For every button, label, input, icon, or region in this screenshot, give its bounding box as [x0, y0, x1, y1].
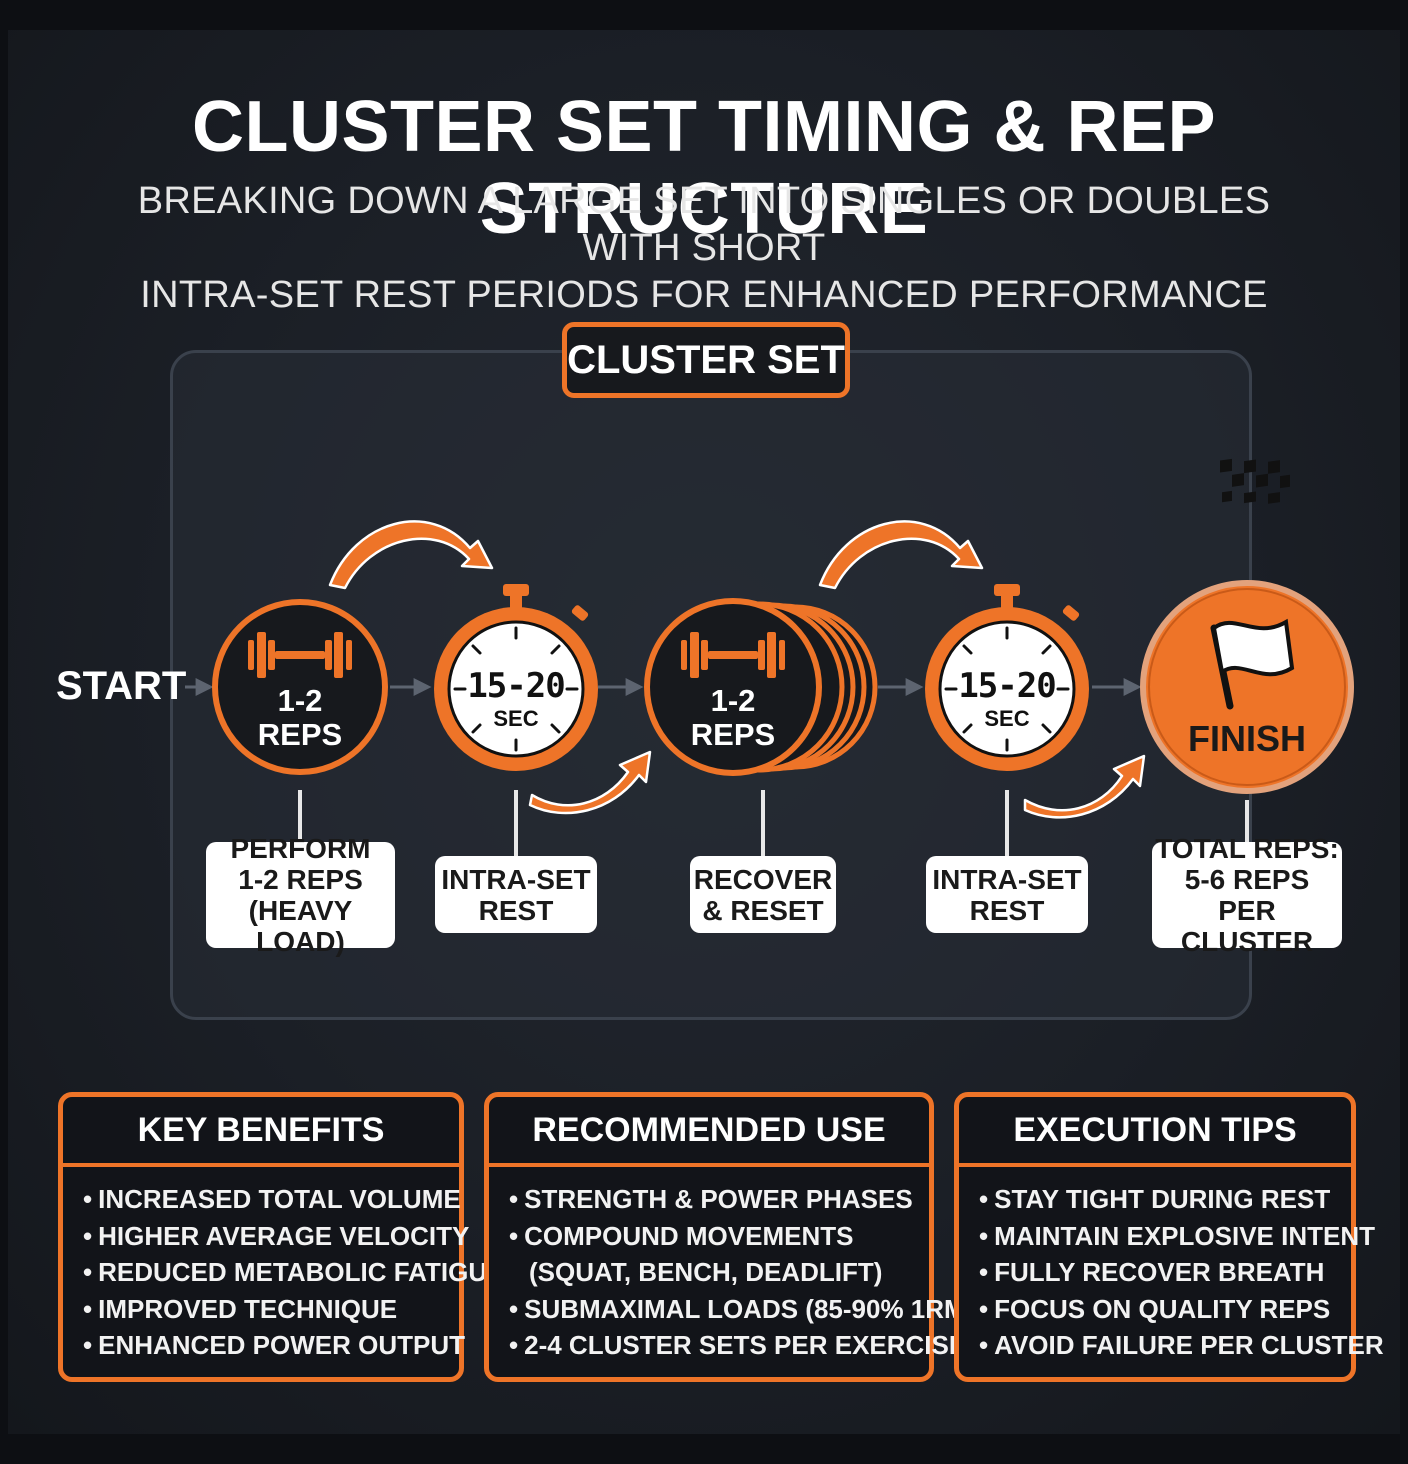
- reps-count: 1-2: [277, 683, 323, 718]
- card-title: EXECUTION TIPS: [959, 1097, 1351, 1167]
- card-title: RECOMMENDED USE: [489, 1097, 929, 1167]
- list-item-text: MAINTAIN EXPLOSIVE INTENT: [994, 1220, 1375, 1251]
- caption-line: RECOVER: [693, 863, 833, 895]
- caption-line: INTRA-SET: [441, 863, 591, 895]
- timer-time-2: 15-20: [958, 666, 1056, 706]
- list-item: •INCREASED TOTAL VOLUME: [83, 1184, 461, 1214]
- caption-line: TOTAL REPS:: [1155, 833, 1339, 864]
- caption-line: 5-6 REPS: [1184, 864, 1310, 895]
- subtitle-line-1: BREAKING DOWN A LARGE SET INTO SINGLES O…: [137, 180, 1271, 269]
- timer-unit-1: SEC: [493, 706, 539, 731]
- reps-text-1: 1-2 REPS: [240, 684, 360, 752]
- list-item: •COMPOUND MOVEMENTS: [509, 1220, 854, 1251]
- list-item: •AVOID FAILURE PER CLUSTER: [979, 1330, 1384, 1360]
- reps-text-2: 1-2 REPS: [673, 684, 793, 752]
- finish-circle: [1140, 458, 1354, 794]
- page-title: CLUSTER SET TIMING & REP STRUCTURE: [191, 87, 1217, 249]
- list-item-text: 2-4 CLUSTER SETS PER EXERCISE: [524, 1330, 967, 1360]
- reps-circle-1: [212, 599, 388, 775]
- list-item-text: COMPOUND MOVEMENTS: [524, 1220, 854, 1251]
- list-item: •REDUCED METABOLIC FATIGUE: [83, 1257, 505, 1287]
- subtitle-line-2: INTRA-SET REST PERIODS FOR ENHANCED PERF…: [140, 274, 1268, 316]
- tips-list: •STAY TIGHT DURING REST •MAINTAIN EXPLOS…: [959, 1167, 1384, 1364]
- stopwatch-icon-1: [434, 584, 598, 771]
- card-title: KEY BENEFITS: [63, 1097, 459, 1167]
- recommended-list: •STRENGTH & POWER PHASES •COMPOUND MOVEM…: [489, 1167, 975, 1364]
- list-item-text: HIGHER AVERAGE VELOCITY: [98, 1220, 470, 1251]
- card-key-benefits: KEY BENEFITS •INCREASED TOTAL VOLUME •HI…: [58, 1092, 505, 1382]
- list-item-text: STRENGTH & POWER PHASES: [524, 1184, 913, 1214]
- reps-circle-stack: [644, 598, 878, 776]
- reps-unit: REPS: [257, 717, 343, 752]
- list-item: •MAINTAIN EXPLOSIVE INTENT: [979, 1220, 1375, 1251]
- caption-total-reps: TOTAL REPS: 5-6 REPS PER CLUSTER: [1152, 833, 1342, 957]
- list-item-text: INCREASED TOTAL VOLUME: [98, 1184, 461, 1214]
- reps-unit: REPS: [690, 717, 776, 752]
- card-recommended-use: RECOMMENDED USE •STRENGTH & POWER PHASES…: [484, 1092, 975, 1382]
- curved-arrow-icons: [328, 520, 1146, 819]
- caption-line: & RESET: [702, 894, 824, 926]
- cluster-set-label: CLUSTER SET: [562, 322, 850, 398]
- list-item: •STRENGTH & POWER PHASES: [509, 1184, 913, 1214]
- list-item: •STAY TIGHT DURING REST: [979, 1184, 1331, 1214]
- list-item-text: SUBMAXIMAL LOADS (85-90% 1RM): [524, 1293, 975, 1324]
- list-item-text: AVOID FAILURE PER CLUSTER: [994, 1330, 1384, 1360]
- caption-line: 1-2 REPS: [238, 864, 363, 895]
- list-item: •SUBMAXIMAL LOADS (85-90% 1RM): [509, 1293, 975, 1324]
- caption-line: PER CLUSTER: [1180, 895, 1314, 957]
- list-item-text: REDUCED METABOLIC FATIGUE: [98, 1257, 505, 1287]
- dumbbell-icon: [681, 632, 785, 678]
- dumbbell-icon: [248, 632, 352, 678]
- list-item: •HIGHER AVERAGE VELOCITY: [83, 1220, 470, 1251]
- list-item-text: STAY TIGHT DURING REST: [994, 1184, 1331, 1214]
- card-execution-tips: EXECUTION TIPS •STAY TIGHT DURING REST •…: [954, 1092, 1384, 1382]
- list-item-text: (SQUAT, BENCH, DEADLIFT): [529, 1257, 883, 1287]
- caption-intra-set-rest-2: INTRA-SET REST: [926, 856, 1088, 933]
- caption-line: (HEAVY LOAD): [248, 895, 353, 957]
- caption-intra-set-rest-1: INTRA-SET REST: [435, 856, 597, 933]
- list-item: •IMPROVED TECHNIQUE: [83, 1293, 398, 1324]
- caption-line: REST: [478, 894, 554, 926]
- list-item-text: FULLY RECOVER BREATH: [994, 1257, 1325, 1287]
- list-item: •FULLY RECOVER BREATH: [979, 1257, 1325, 1287]
- checkered-flag-icon: [1210, 458, 1295, 710]
- label-stems: [298, 790, 1249, 856]
- caption-perform: PERFORM 1-2 REPS (HEAVY LOAD): [206, 833, 395, 957]
- caption-line: REST: [969, 894, 1045, 926]
- timer-time-1: 15-20: [467, 666, 565, 706]
- reps-count: 1-2: [710, 683, 756, 718]
- list-item-text: ENHANCED POWER OUTPUT: [98, 1330, 466, 1360]
- timer-unit-2: SEC: [984, 706, 1030, 731]
- caption-recover-reset: RECOVER & RESET: [690, 856, 836, 933]
- benefits-list: •INCREASED TOTAL VOLUME •HIGHER AVERAGE …: [63, 1167, 505, 1364]
- list-item: •ENHANCED POWER OUTPUT: [83, 1330, 466, 1360]
- list-item-text: IMPROVED TECHNIQUE: [98, 1293, 398, 1324]
- stopwatch-icon-2: [925, 584, 1089, 771]
- list-item-text: FOCUS ON QUALITY REPS: [994, 1293, 1331, 1324]
- caption-line: INTRA-SET: [932, 863, 1082, 895]
- list-item: •FOCUS ON QUALITY REPS: [979, 1293, 1331, 1324]
- list-item-continuation: (SQUAT, BENCH, DEADLIFT): [509, 1254, 929, 1291]
- list-item: •2-4 CLUSTER SETS PER EXERCISE: [509, 1330, 967, 1360]
- page-subtitle: BREAKING DOWN A LARGE SET INTO SINGLES O…: [104, 178, 1304, 319]
- finish-label: FINISH: [1187, 718, 1306, 759]
- caption-line: PERFORM: [230, 833, 371, 864]
- start-label: START: [56, 664, 187, 708]
